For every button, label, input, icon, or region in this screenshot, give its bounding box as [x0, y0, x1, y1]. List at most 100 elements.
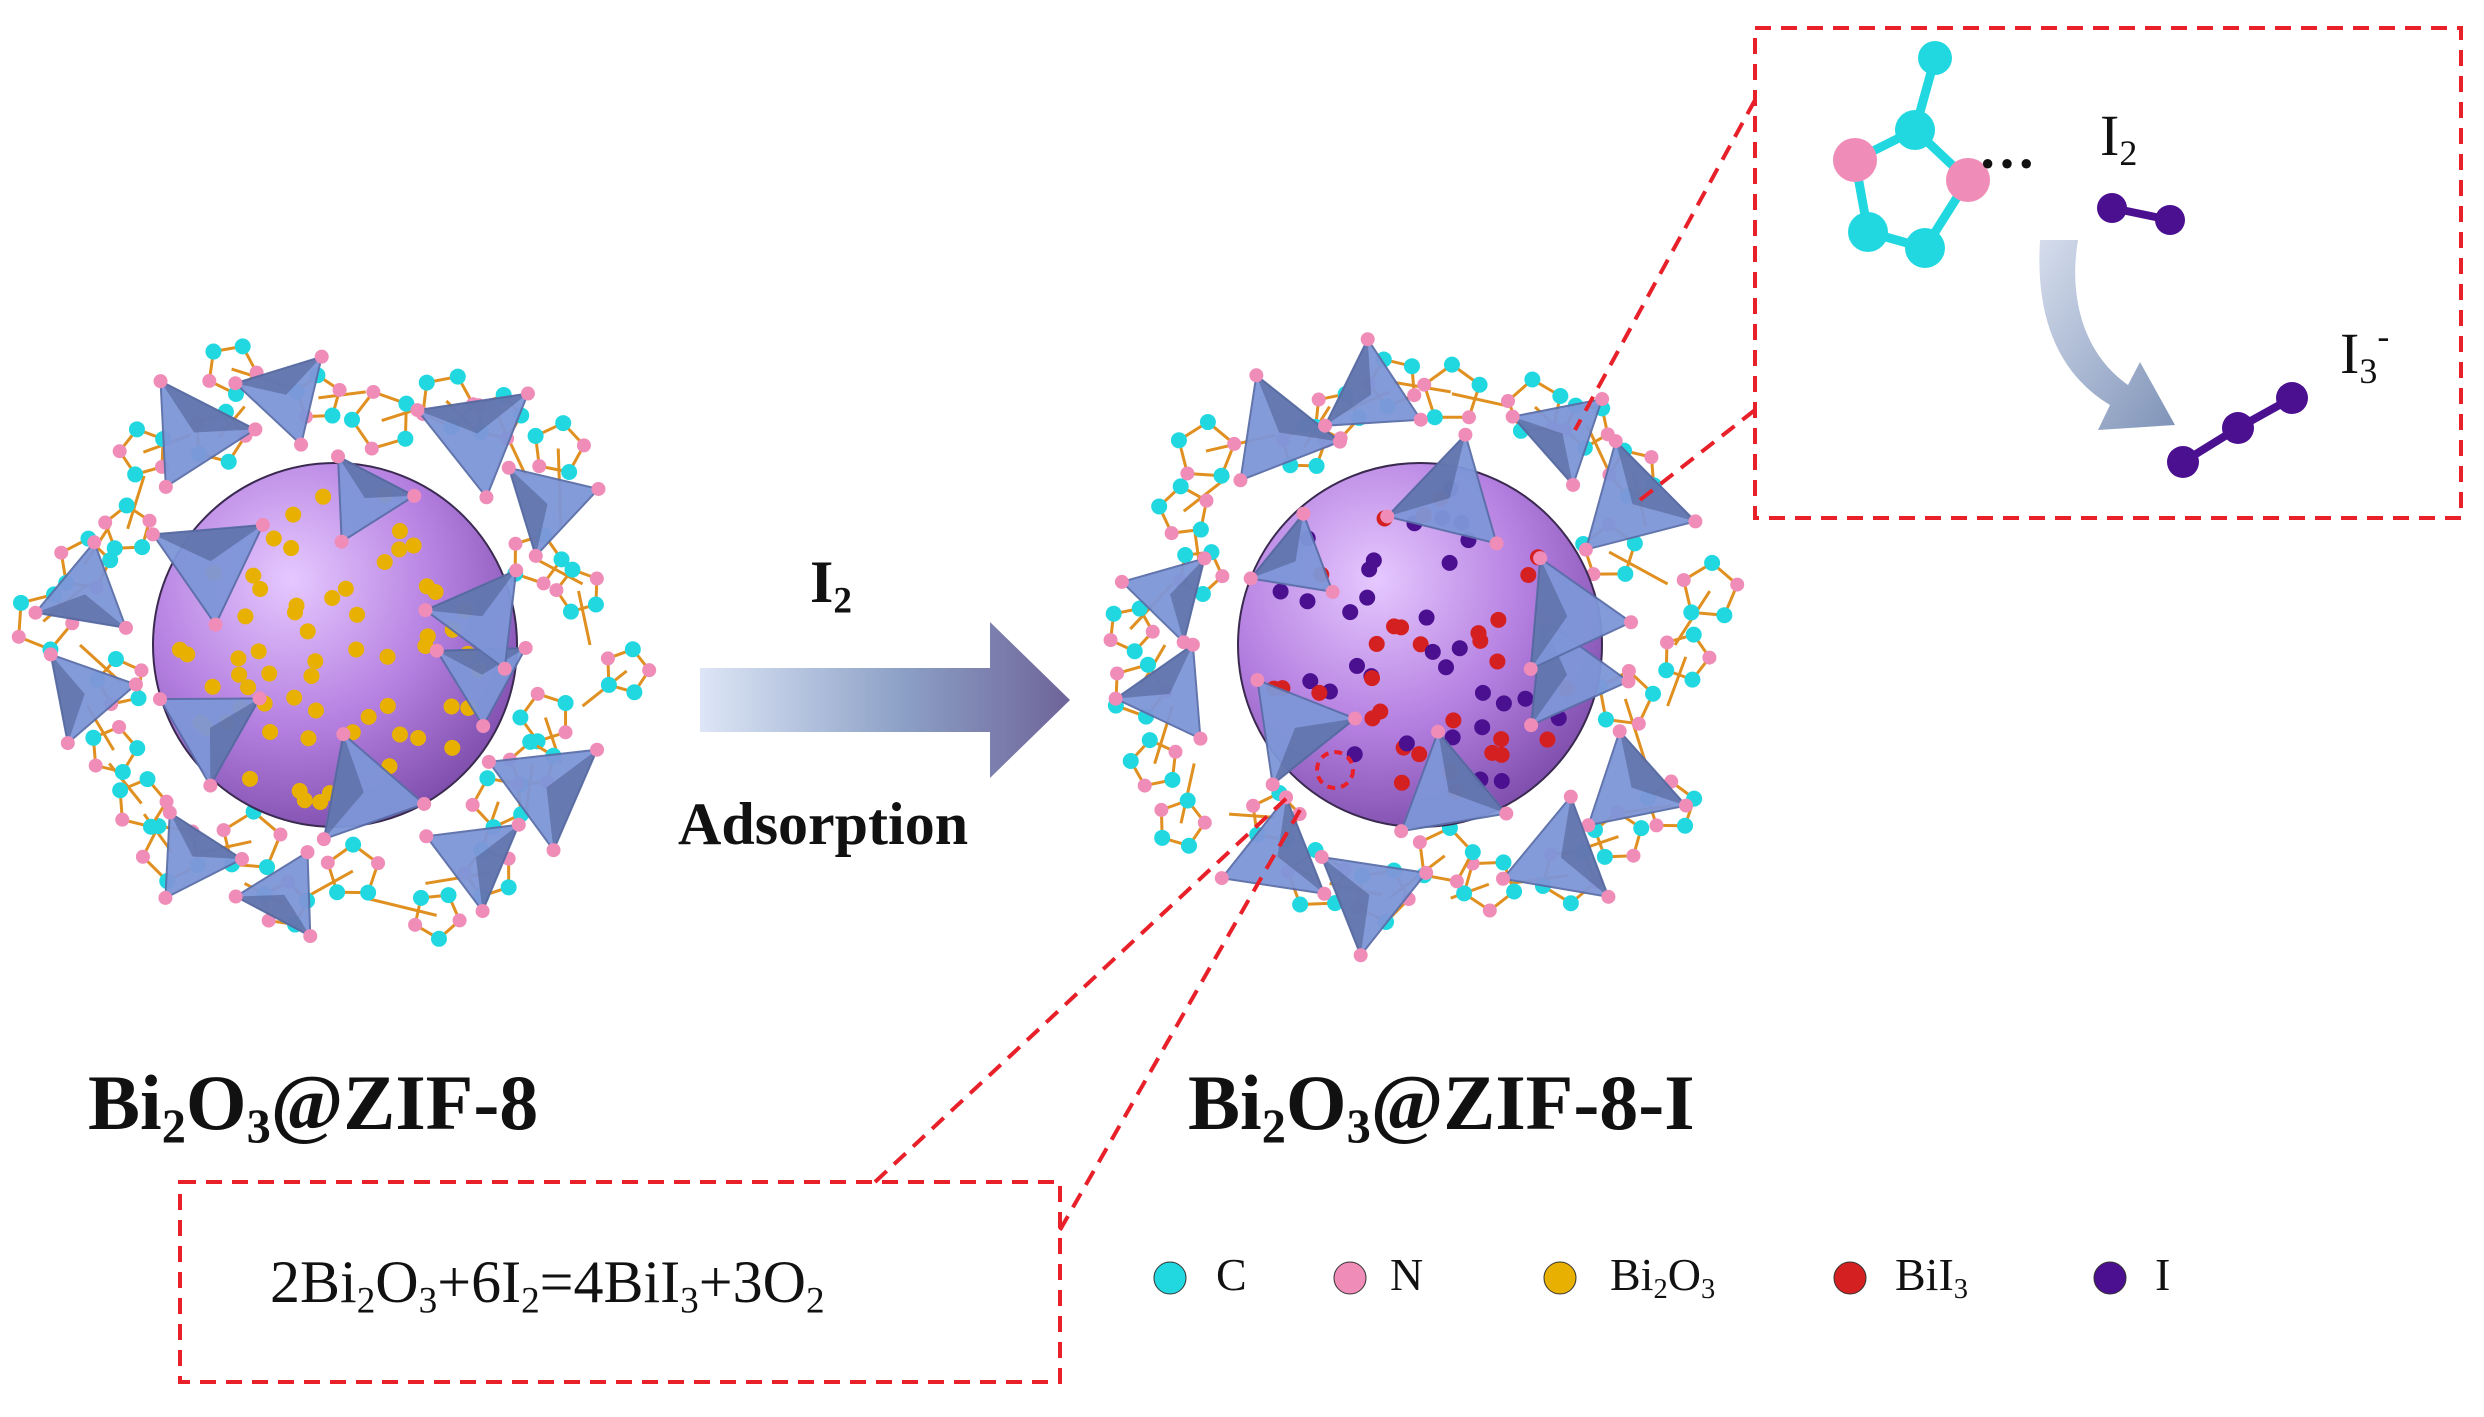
carbon-atom [412, 889, 429, 906]
nitrogen-atom [1145, 624, 1160, 639]
legend-dot-2 [1543, 1261, 1577, 1295]
particle-dot [1272, 583, 1289, 600]
particle-dot [299, 623, 316, 640]
nitrogen-atom [158, 479, 173, 494]
particle-dot [262, 723, 279, 740]
carbon-atom [1633, 820, 1650, 837]
carbon-atom [1292, 896, 1309, 913]
legend-markers [1153, 1261, 2127, 1295]
carbon-atom [1443, 356, 1460, 373]
nitrogen-atom [1595, 392, 1610, 407]
carbon-atom [127, 466, 144, 483]
nitrogen-atom [1164, 526, 1179, 541]
nitrogen-atom [1168, 744, 1183, 759]
carbon-atom [1562, 895, 1579, 912]
nitrogen-atom [1199, 493, 1214, 508]
label-subscript: 2 [161, 1100, 186, 1154]
nitrogen-atom [589, 571, 604, 586]
nitrogen-atom [509, 563, 524, 578]
reagent-subscript: 2 [833, 580, 852, 622]
carbon-atom [1194, 585, 1211, 602]
nitrogen-atom [1624, 615, 1639, 630]
particle-dot [1364, 670, 1381, 687]
nitrogen-atom [1621, 674, 1636, 689]
equation-leader-right [1058, 809, 1302, 1231]
carbon-atom [205, 343, 222, 360]
carbon-atom [1308, 457, 1325, 474]
legend-text: O [1667, 1249, 1701, 1300]
carbon-atom [398, 395, 415, 412]
particle-dot [1398, 735, 1415, 752]
carbon-atom [1179, 792, 1196, 809]
nitrogen-atom [1353, 948, 1368, 963]
particle-dot [1517, 690, 1534, 707]
label-part: O [185, 1059, 247, 1146]
nitrogen-atom [1524, 718, 1539, 733]
carbon-atom [1524, 371, 1541, 388]
nitrogen-atom [1431, 724, 1446, 739]
nitrogen-atom [528, 548, 543, 563]
label-part: Bi [1188, 1059, 1262, 1146]
nitrogen-atom [332, 382, 347, 397]
carbon-atom [1658, 662, 1675, 679]
nitrogen-atom [476, 719, 491, 734]
nitrogen-atom [1412, 835, 1427, 850]
nitrogen-atom [520, 386, 535, 401]
nitrogen-atom [135, 849, 150, 864]
particle-dot [231, 666, 248, 683]
nitrogen-atom [1332, 434, 1347, 449]
particle-dot [1493, 772, 1510, 789]
nitrogen-atom [1833, 138, 1877, 182]
carbon-atom [522, 733, 539, 750]
nitrogen-atom [410, 403, 425, 418]
legend-text: Bi [1610, 1249, 1654, 1300]
nitrogen-atom [1676, 573, 1691, 588]
nitrogen-atom [1380, 509, 1395, 524]
nitrogen-atom [235, 852, 250, 867]
nitrogen-atom [501, 460, 516, 475]
i3-charge: - [2377, 315, 2390, 356]
carbon-atom [1626, 535, 1643, 552]
carbon-atom [1154, 829, 1171, 846]
nitrogen-atom [11, 629, 26, 644]
nitrogen-atom [497, 661, 512, 676]
equation-dashed-frame [178, 1180, 1062, 1384]
nitrogen-atom [331, 449, 346, 464]
i2-molecule [2097, 193, 2185, 235]
particle-dot [285, 506, 302, 523]
carbon-atom [1213, 467, 1230, 484]
carbon-atom [114, 763, 131, 780]
nitrogen-atom [371, 856, 386, 871]
carbon-atom [440, 887, 457, 904]
legend-label-iodine: I [2155, 1248, 2170, 1301]
particle-dot [283, 540, 300, 557]
legend-label-carbon: C [1216, 1248, 1247, 1301]
carbon-atom [1426, 409, 1443, 426]
nitrogen-atom [1612, 724, 1627, 739]
carbon-atom [479, 770, 496, 787]
carbon-atom [142, 818, 159, 835]
carbon-atom [561, 463, 578, 480]
label-part: @ZIF-8 [270, 1059, 539, 1146]
eq-sub: 2 [521, 1280, 540, 1322]
carbon-atom [1464, 844, 1481, 861]
nitrogen-atom [1176, 635, 1191, 650]
nitrogen-atom [112, 444, 127, 459]
nitrogen-atom [530, 686, 545, 701]
nitrogen-atom [1103, 633, 1118, 648]
nitrogen-atom [1193, 731, 1208, 746]
particle-dot [303, 667, 320, 684]
particle-dot [391, 726, 408, 743]
nitrogen-atom [228, 376, 243, 391]
nitrogen-atom [159, 794, 174, 809]
nitrogen-atom [1489, 536, 1504, 551]
carbon-atom [557, 694, 574, 711]
particle-dot [405, 537, 422, 554]
carbon-atom [1141, 732, 1158, 749]
legend-text: I [2155, 1249, 2171, 1300]
nitrogen-atom [1621, 663, 1636, 678]
label-subscript: 3 [1346, 1100, 1371, 1154]
particle-dot [265, 530, 282, 547]
nitrogen-atom [1197, 815, 1212, 830]
carbon-atom [500, 879, 517, 896]
